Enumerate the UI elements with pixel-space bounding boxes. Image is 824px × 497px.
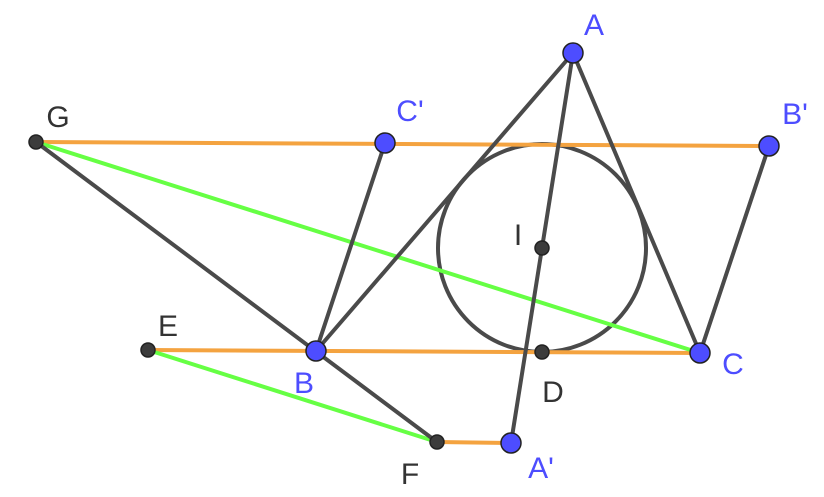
segment-c-bprime (698, 144, 771, 355)
label-c: C (722, 348, 744, 381)
label-bp: B' (782, 98, 808, 131)
point-ap[interactable] (500, 432, 522, 454)
point-cp[interactable] (374, 132, 396, 154)
point-e[interactable] (140, 342, 156, 358)
label-e: E (158, 310, 178, 343)
label-g: G (46, 101, 69, 134)
point-d[interactable] (534, 344, 550, 360)
segment-g-f (34, 140, 439, 444)
label-f: F (401, 458, 419, 491)
point-a[interactable] (562, 42, 584, 64)
label-a: A (584, 9, 604, 42)
point-bp[interactable] (758, 135, 780, 157)
label-b: B (294, 367, 314, 400)
label-ap: A' (528, 452, 554, 485)
label-i: I (514, 219, 522, 252)
segment-g-bprime (34, 140, 771, 148)
segment-f-aprime (435, 440, 513, 445)
point-b[interactable] (305, 340, 327, 362)
segment-g-c (34, 140, 702, 355)
segment-e-f (146, 348, 439, 444)
points-layer (28, 42, 780, 454)
segments-layer (34, 51, 771, 445)
point-i[interactable] (534, 240, 550, 256)
point-c[interactable] (689, 342, 711, 364)
label-cp: C' (396, 95, 423, 128)
segment-e-c (146, 348, 702, 355)
segment-b-cprime (314, 141, 387, 353)
point-f[interactable] (429, 434, 445, 450)
label-d: D (542, 376, 564, 409)
point-g[interactable] (28, 134, 44, 150)
labels-layer: A B C A' B' C' D E F G I (46, 9, 808, 491)
segment-a-c (571, 51, 702, 355)
segment-a-b (314, 51, 575, 353)
